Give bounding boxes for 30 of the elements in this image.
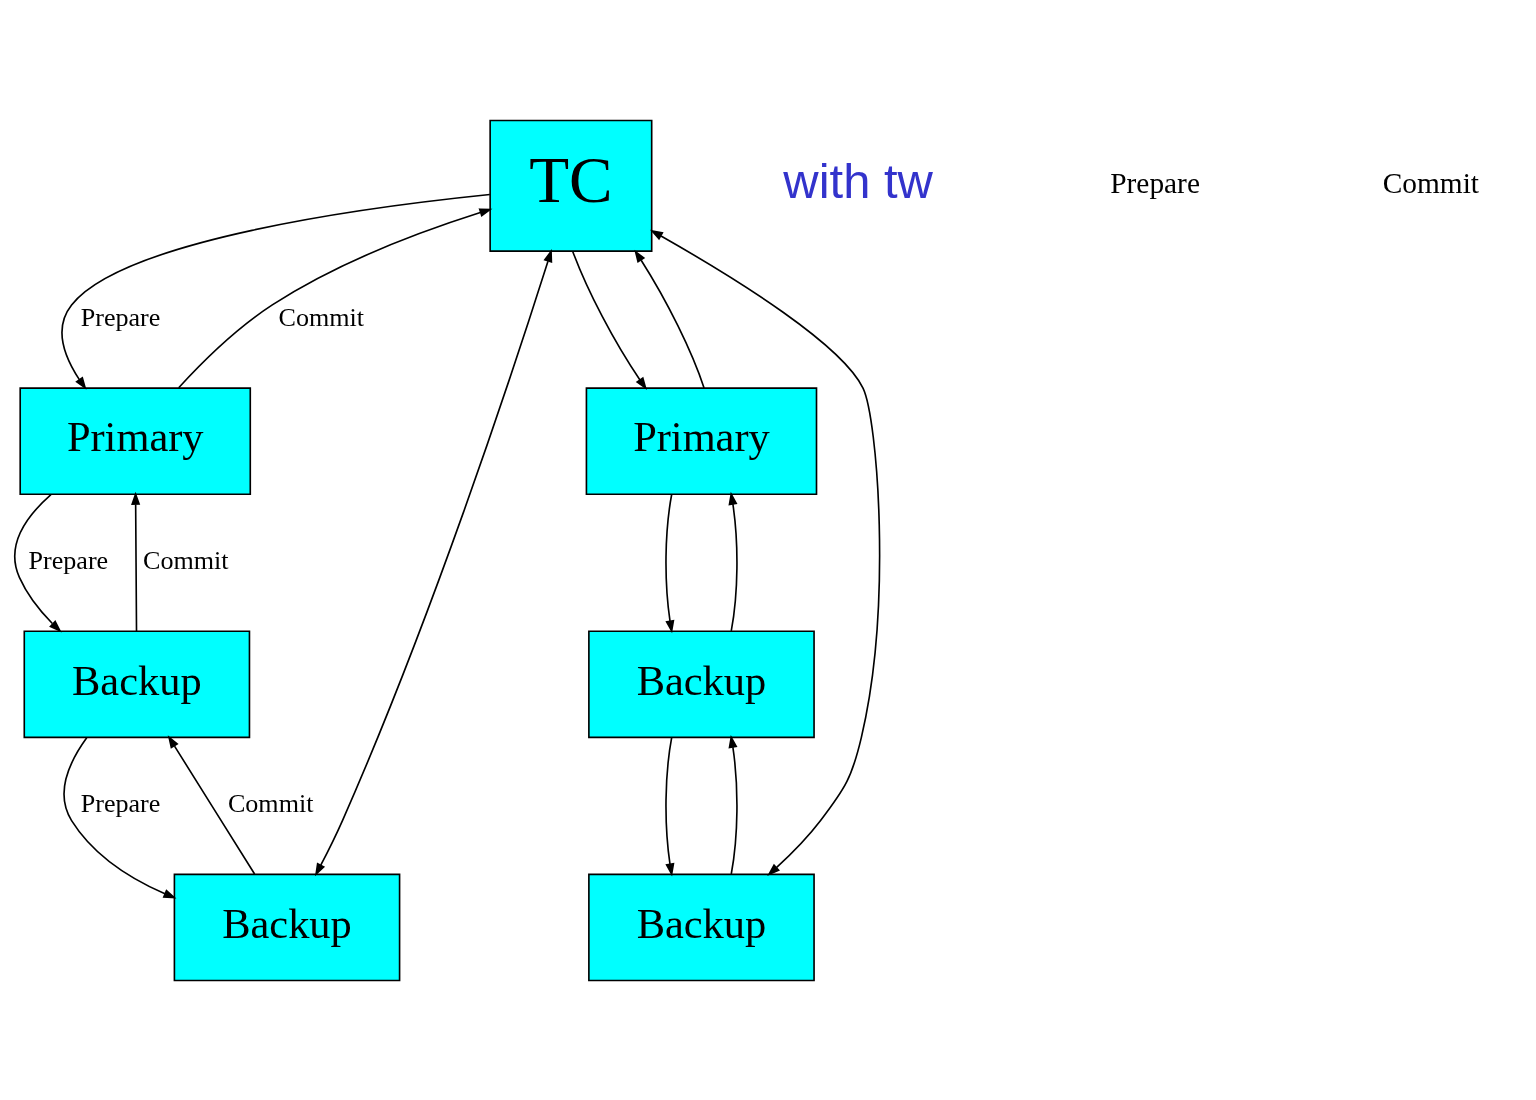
arrow xyxy=(314,248,553,876)
edge-label: Commit xyxy=(278,302,365,332)
arrow xyxy=(14,493,62,632)
node-box: Backup xyxy=(588,873,815,981)
arrow xyxy=(177,207,493,388)
edge-label: Prepare xyxy=(80,302,161,332)
arrow xyxy=(131,491,141,632)
label: Prepare xyxy=(1110,166,1200,199)
node-box: Primary xyxy=(585,386,818,495)
label: Commit xyxy=(1382,166,1479,199)
edge-label: Commit xyxy=(227,788,314,818)
edge-label: Commit xyxy=(143,545,229,575)
arrow xyxy=(665,492,675,633)
arrow xyxy=(63,736,177,899)
edge-label: Prepare xyxy=(80,788,161,818)
label: with tw xyxy=(783,153,933,208)
arrow xyxy=(167,734,256,875)
node-box: Backup xyxy=(588,629,815,738)
node-box: Backup xyxy=(173,873,401,981)
arrow xyxy=(634,249,705,389)
node-box: Primary xyxy=(19,386,252,495)
arrow xyxy=(728,734,738,875)
arrow xyxy=(665,736,675,876)
arrow xyxy=(649,229,881,876)
arrow xyxy=(61,193,491,390)
node-box: Backup xyxy=(23,629,251,738)
arrow xyxy=(572,250,647,390)
edge-label: Prepare xyxy=(28,545,109,575)
arrow xyxy=(728,491,738,632)
node-box: TC xyxy=(489,119,653,252)
